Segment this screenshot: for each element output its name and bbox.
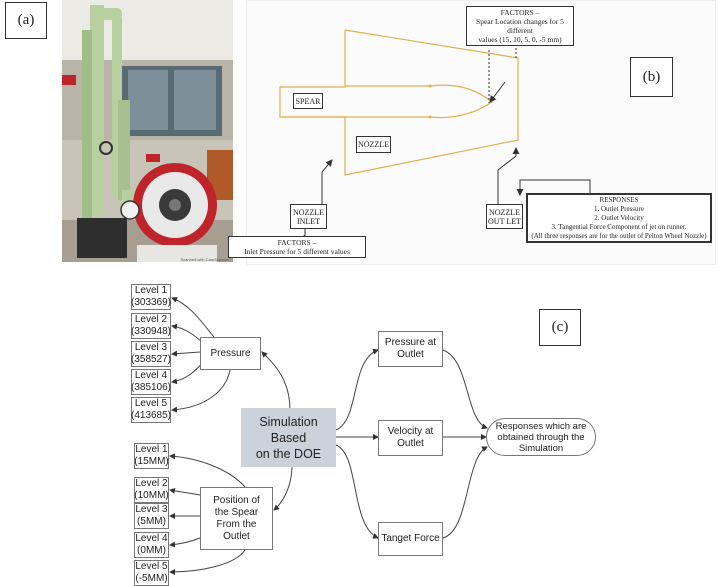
pelton-rig-photo: Scanned with CamScanner bbox=[62, 0, 233, 262]
panel-label-b: (b) bbox=[630, 57, 673, 97]
pressure-level-4: Level 4 (385106) bbox=[130, 369, 172, 395]
position-level1-link bbox=[169, 453, 246, 488]
factors-spear-label: FACTORS – Spear Location changes for 5 d… bbox=[466, 6, 574, 46]
factors-inlet-label: FACTORS – Inlet Pressure for 5 different… bbox=[228, 236, 366, 258]
pressure-level-5: Level 5 (413685) bbox=[130, 397, 172, 423]
panel-label-a: (a) bbox=[5, 2, 47, 39]
position-level2-link bbox=[169, 488, 201, 496]
spear-tip-arrow bbox=[489, 81, 506, 103]
nozzle-inlet-label: NOZZLE INLET bbox=[290, 204, 327, 229]
position-level4-link bbox=[169, 537, 201, 548]
pressure-level-2: Level 2 (330948) bbox=[130, 313, 172, 339]
center-to-position-link bbox=[273, 464, 293, 511]
responses-label: RESPONSES 1. Outlet Pressure 2. Outlet V… bbox=[526, 193, 712, 243]
pelton-rig-image bbox=[62, 0, 233, 262]
position-level5-link bbox=[169, 549, 246, 575]
pressure-level1-link bbox=[171, 297, 215, 338]
velocity-outlet-box: Velocity at Outlet bbox=[378, 420, 443, 456]
position-level-1: Level 1 (15MM) bbox=[134, 443, 169, 469]
responses-arrow bbox=[516, 179, 591, 196]
scanner-note: Scanned with CamScanner bbox=[180, 257, 229, 262]
position-level-4: Level 4 (0MM) bbox=[134, 532, 169, 558]
spear-label: SPEAR bbox=[293, 93, 323, 109]
simulation-doe-box: Simulation Based on the DOE bbox=[241, 408, 336, 467]
position-box: Position of the Spear From the Outlet bbox=[200, 487, 273, 550]
pressure-level3-link bbox=[171, 350, 201, 357]
nozzle-outlet-label: NOZZLE OUT LET bbox=[486, 204, 523, 229]
pressure-box: Pressure bbox=[200, 337, 261, 370]
nozzle-label: NOZZLE bbox=[356, 136, 391, 153]
panel-label-c: (c) bbox=[539, 309, 581, 346]
target-force-to-responses-link bbox=[442, 446, 488, 539]
pressure-level-1: Level 1 (303369) bbox=[130, 284, 172, 310]
center-to-pressure-link bbox=[261, 351, 291, 411]
pressure-level5-link bbox=[171, 369, 231, 413]
pressure-outlet-to-responses-link bbox=[442, 349, 488, 430]
pressure-outlet-box: Pressure at Outlet bbox=[378, 331, 443, 367]
target-force-box: Tanget Force bbox=[378, 522, 443, 556]
position-level-5: Level 5 (-5MM) bbox=[134, 560, 169, 586]
position-level-3: Level 3 (5MM) bbox=[134, 503, 169, 529]
center-to-target-force-link bbox=[335, 444, 379, 539]
pressure-level-3: Level 3 (358527) bbox=[130, 341, 172, 367]
center-to-pressure-outlet-link bbox=[335, 348, 379, 431]
position-level-2: Level 2 (10MM) bbox=[134, 477, 169, 503]
responses-box: Responses which are obtained through the… bbox=[486, 418, 596, 456]
outlet-arrow bbox=[497, 147, 520, 205]
